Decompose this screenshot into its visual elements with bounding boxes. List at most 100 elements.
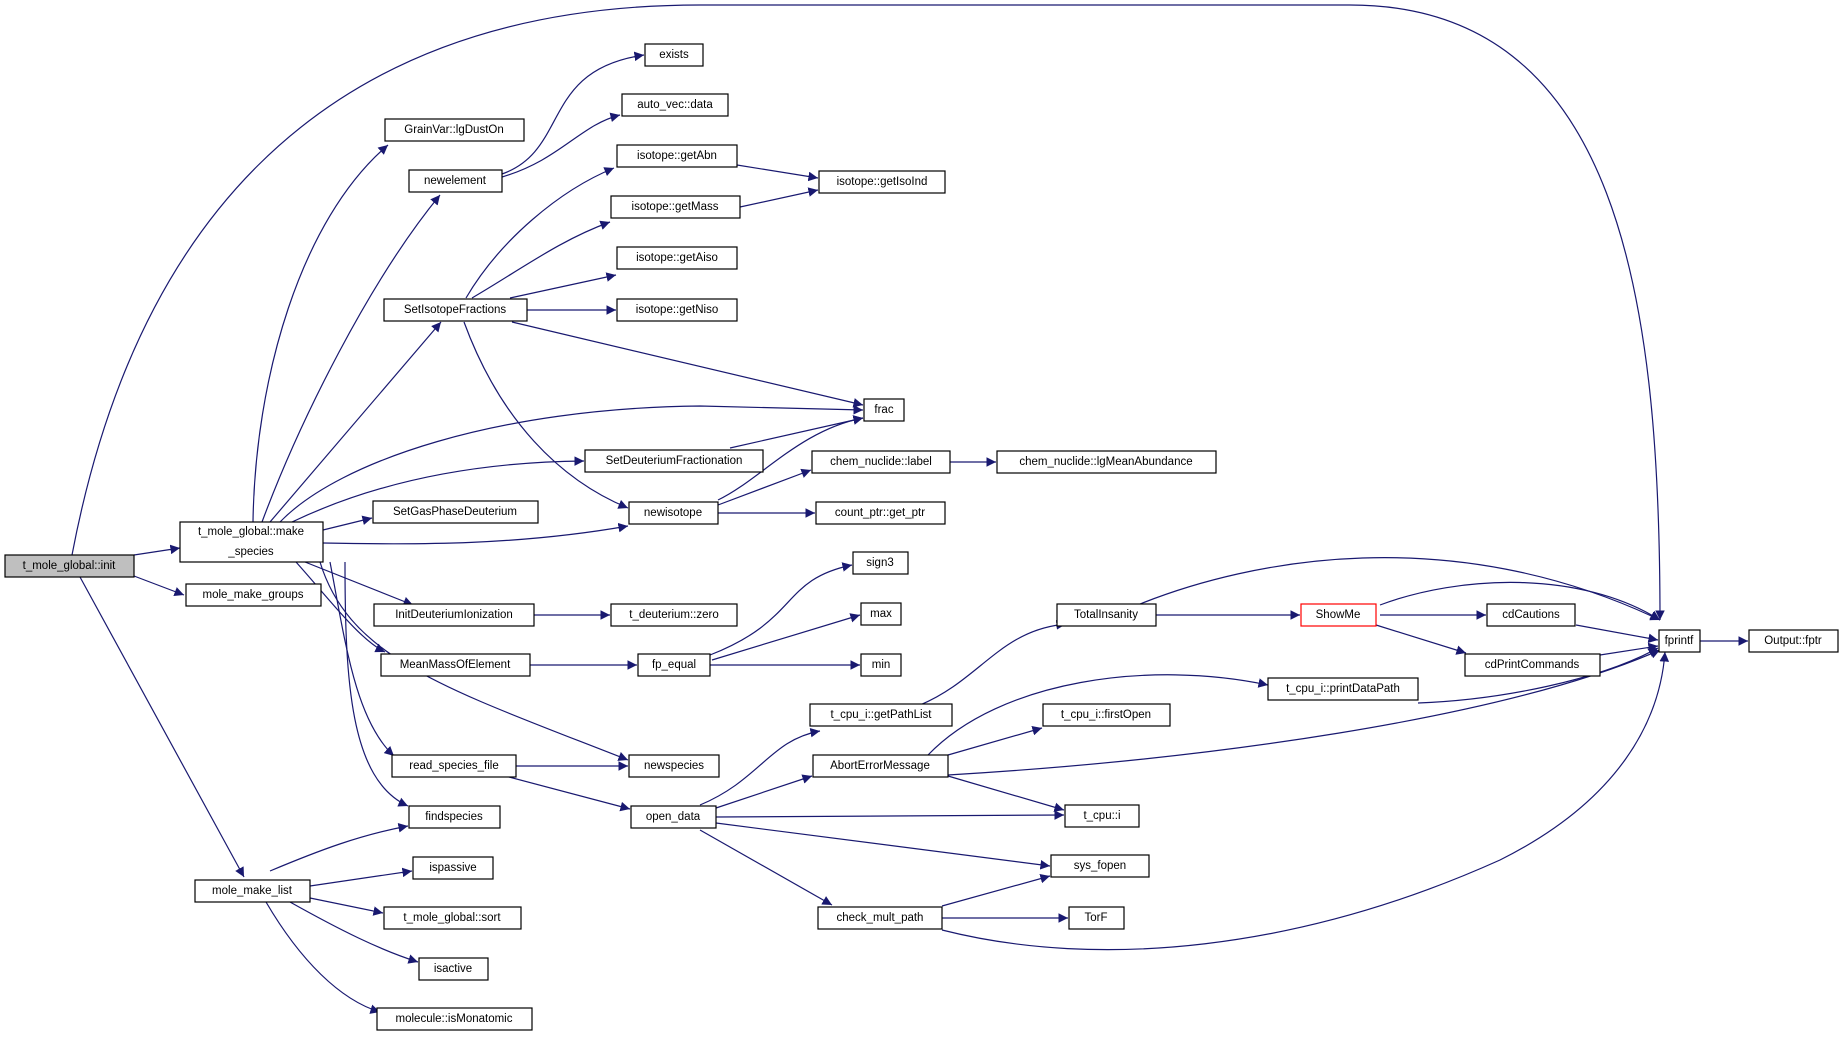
edge-cdprint-fprintf: [1599, 642, 1659, 656]
svg-text:isotope::getAiso: isotope::getAiso: [636, 252, 718, 264]
node-getpathlist[interactable]: t_cpu_i::getPathList: [809, 703, 953, 727]
edge-newisotope-frac: [717, 415, 864, 501]
node-output-fptr[interactable]: Output::fptr: [1748, 629, 1839, 653]
edge-makelist-ispassive: [309, 867, 413, 887]
svg-text:newspecies: newspecies: [644, 760, 704, 772]
node-min[interactable]: min: [860, 653, 902, 677]
node-sign3[interactable]: sign3: [852, 551, 909, 575]
edge-abort-firstopen: [947, 726, 1043, 756]
node-newelement[interactable]: newelement: [408, 169, 503, 193]
edge-setdeut-frac: [729, 415, 864, 449]
svg-text:t_deuterium::zero: t_deuterium::zero: [629, 609, 719, 621]
node-initdeuteriumionization[interactable]: InitDeuteriumIonization: [373, 603, 535, 627]
node-isactive[interactable]: isactive: [418, 957, 489, 981]
svg-text:chem_nuclide::lgMeanAbundance: chem_nuclide::lgMeanAbundance: [1019, 456, 1192, 468]
node-mole-make-groups[interactable]: mole_make_groups: [185, 583, 322, 607]
node-cdcautions[interactable]: cdCautions: [1486, 603, 1576, 627]
node-chem-nuclide-label[interactable]: chem_nuclide::label: [811, 450, 951, 474]
node-newisotope[interactable]: newisotope: [628, 501, 719, 525]
node-fprintf[interactable]: fprintf: [1658, 629, 1701, 653]
edge-makelist-sort: [309, 897, 384, 916]
node-grainvar[interactable]: GrainVar::lgDustOn: [384, 118, 525, 142]
edge-makelist-isactive: [289, 901, 419, 964]
edge-setiso-getaiso: [509, 272, 617, 299]
node-fp-equal[interactable]: fp_equal: [637, 653, 711, 677]
node-mole-make-list[interactable]: mole_make_list: [194, 879, 311, 903]
edge-showme-fprintf: [1379, 581, 1661, 621]
edge-makespecies-readspecies: [329, 561, 395, 757]
node-lgmeanabundance[interactable]: chem_nuclide::lgMeanAbundance: [996, 450, 1217, 474]
edge-setiso-frac: [511, 321, 864, 408]
svg-text:sign3: sign3: [866, 557, 894, 569]
node-init[interactable]: t_mole_global::init: [4, 554, 135, 578]
node-setisotopefractions[interactable]: SetIsotopeFractions: [383, 298, 528, 322]
svg-text:ispassive: ispassive: [429, 862, 476, 874]
edge-makelist-ismono: [265, 901, 381, 1014]
edge-makespecies-newelement: [261, 194, 441, 523]
svg-text:sys_fopen: sys_fopen: [1074, 860, 1126, 872]
node-showme[interactable]: ShowMe: [1300, 603, 1377, 627]
edge-makespecies-setiso: [269, 321, 442, 523]
edge-opendata-checkmult: [699, 829, 833, 906]
svg-text:SetDeuteriumFractionation: SetDeuteriumFractionation: [606, 455, 743, 467]
node-check-mult-path[interactable]: check_mult_path: [817, 906, 943, 930]
edge-makespecies-frac: [279, 404, 864, 523]
node-firstopen[interactable]: t_cpu_i::firstOpen: [1042, 703, 1171, 727]
edge-abort-fprintf: [947, 649, 1661, 776]
node-torf[interactable]: TorF: [1068, 906, 1125, 930]
edge-makespecies-setgas: [322, 515, 373, 531]
svg-text:cdCautions: cdCautions: [1502, 609, 1560, 621]
node-getniso[interactable]: isotope::getNiso: [616, 298, 738, 322]
node-setdeuteriumfractionation[interactable]: SetDeuteriumFractionation: [584, 449, 764, 473]
node-get-ptr[interactable]: count_ptr::get_ptr: [815, 501, 946, 525]
node-getisoind[interactable]: isotope::getIsoInd: [818, 170, 946, 194]
node-aborterrormessage[interactable]: AbortErrorMessage: [812, 754, 949, 778]
node-auto-vec-data[interactable]: auto_vec::data: [621, 93, 729, 117]
svg-text:isotope::getAbn: isotope::getAbn: [637, 150, 717, 162]
edge-makespecies-grainvar: [252, 144, 389, 523]
node-setgasphasedeuterium[interactable]: SetGasPhaseDeuterium: [372, 500, 539, 524]
svg-text:isotope::getIsoInd: isotope::getIsoInd: [837, 176, 928, 188]
edge-abort-printdatapath: [927, 674, 1269, 756]
svg-text:t_mole_global::init: t_mole_global::init: [23, 560, 117, 572]
node-newspecies[interactable]: newspecies: [628, 754, 720, 778]
edge-newelement-exists: [501, 51, 645, 175]
node-printdatapath[interactable]: t_cpu_i::printDataPath: [1267, 677, 1419, 701]
node-make-species[interactable]: t_mole_global::make_species: [179, 521, 324, 563]
node-exists[interactable]: exists: [644, 43, 704, 67]
svg-text:newisotope: newisotope: [644, 507, 702, 519]
node-open-data[interactable]: open_data: [630, 805, 717, 829]
svg-text:findspecies: findspecies: [425, 811, 483, 823]
node-getabn[interactable]: isotope::getAbn: [616, 144, 738, 168]
svg-text:min: min: [872, 659, 891, 671]
node-frac[interactable]: frac: [863, 398, 905, 422]
node-sys-fopen[interactable]: sys_fopen: [1050, 854, 1150, 878]
svg-text:MeanMassOfElement: MeanMassOfElement: [400, 659, 511, 671]
svg-text:t_cpu_i::getPathList: t_cpu_i::getPathList: [830, 709, 932, 721]
edge-getmass-getisoind: [739, 187, 819, 208]
node-cdprintcommands[interactable]: cdPrintCommands: [1464, 653, 1601, 677]
node-ismonatomic[interactable]: molecule::isMonatomic: [376, 1007, 533, 1031]
node-read-species-file[interactable]: read_species_file: [391, 754, 517, 778]
edge-checkmult-fprintf: [941, 651, 1670, 951]
node-max[interactable]: max: [860, 602, 902, 626]
node-deuterium-zero[interactable]: t_deuterium::zero: [610, 603, 738, 627]
node-totalinsanity[interactable]: TotalInsanity: [1056, 603, 1157, 627]
node-getmass[interactable]: isotope::getMass: [610, 195, 741, 219]
svg-text:SetGasPhaseDeuterium: SetGasPhaseDeuterium: [393, 506, 517, 518]
node-getaiso[interactable]: isotope::getAiso: [616, 246, 738, 270]
svg-text:t_mole_global::make: t_mole_global::make: [198, 526, 304, 538]
node-t-cpu-i[interactable]: t_cpu::i: [1064, 804, 1140, 828]
node-t-mole-global-sort[interactable]: t_mole_global::sort: [383, 906, 522, 930]
edge-opendata-tcpui: [715, 810, 1065, 820]
edge-totalins-fprintf: [1139, 557, 1661, 621]
edge-opendata-getpathlist: [699, 727, 821, 806]
edge-newisotope-chemlabel: [717, 468, 812, 506]
node-meanmassofelement[interactable]: MeanMassOfElement: [380, 653, 531, 677]
node-findspecies[interactable]: findspecies: [408, 805, 501, 829]
node-ispassive[interactable]: ispassive: [412, 856, 494, 880]
edge-init-fprintf: [71, 4, 1665, 621]
svg-text:fprintf: fprintf: [1665, 635, 1695, 647]
edge-makelist-findspecies: [269, 823, 409, 872]
edge-makespecies-setdeut: [291, 456, 585, 523]
